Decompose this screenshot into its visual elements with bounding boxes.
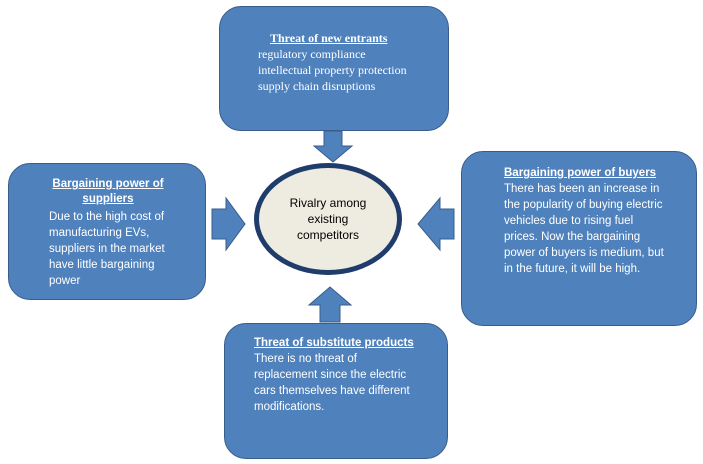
rivalry-text-line: existing (307, 212, 349, 226)
box-text-line: intellectual property protection (258, 63, 407, 77)
box-text-line: replacement since the electric (254, 369, 407, 381)
substitute-threat-box: Threat of substitute products There is n… (224, 323, 448, 459)
box-title: Threat of new entrants (270, 31, 388, 45)
box-text-line: modifications. (254, 401, 325, 413)
arrow-up (307, 286, 353, 323)
box-text-line: There is no threat of (254, 353, 357, 365)
box-title: suppliers (82, 193, 134, 205)
box-text-line: power (49, 275, 81, 287)
arrow-down (312, 130, 354, 163)
threat-new-entrants-box: Threat of new entrants regulatory compli… (219, 6, 449, 131)
box-text-line: cars themselves have different (254, 385, 410, 397)
box-text-line: prices. Now the bargaining (504, 231, 641, 243)
box-text-line: in the future, it will be high. (504, 263, 641, 275)
arrow-right (211, 196, 246, 252)
supplier-power-box: Bargaining power of suppliers Due to the… (8, 163, 206, 300)
box-text-line: vehicles due to rising fuel (504, 215, 634, 227)
rivalry-text-line: Rivalry among (289, 196, 367, 210)
box-text-line: power of buyers is medium, but (504, 247, 664, 259)
box-text-line: suppliers in the market (49, 243, 165, 255)
rivalry-label: Rivalry among existing competitors (273, 195, 383, 243)
rivalry-circle: Rivalry among existing competitors (254, 163, 402, 275)
box-text-line: Due to the high cost of (49, 211, 165, 223)
box-text-line: have little bargaining (49, 259, 155, 271)
buyer-power-box: Bargaining power of buyers There has bee… (461, 151, 697, 326)
box-title: Threat of substitute products (254, 337, 414, 349)
box-text-line: supply chain disruptions (258, 79, 376, 93)
box-title: Bargaining power of (52, 178, 164, 190)
box-text-line: regulatory compliance (258, 47, 366, 61)
arrow-left (417, 196, 455, 252)
rivalry-text-line: competitors (296, 228, 360, 242)
box-title: Bargaining power of buyers (504, 167, 657, 179)
box-text-line: manufacturing EVs, (49, 227, 150, 239)
box-text-line: the popularity of buying electric (504, 199, 663, 211)
box-text-line: There has been an increase in (504, 183, 660, 195)
